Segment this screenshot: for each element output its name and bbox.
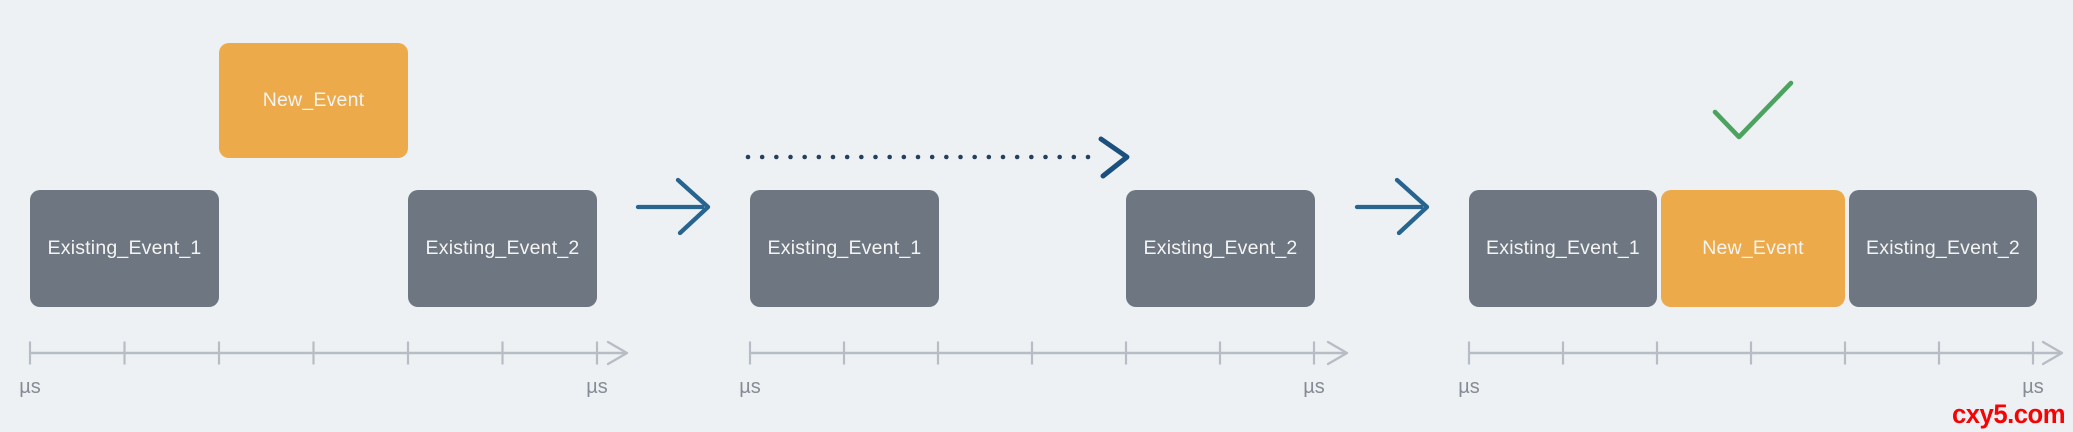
axis-unit-label-left: µs: [739, 376, 761, 398]
timeline-arrowhead-icon: [2041, 340, 2064, 366]
event-label: Existing_Event_1: [1486, 237, 1640, 259]
timeline-axis: [748, 340, 1349, 366]
event-label: Existing_Event_2: [1866, 237, 2020, 259]
existing-event-box: Existing_Event_1: [30, 190, 219, 307]
new-event-box: New_Event: [219, 43, 408, 158]
axis-unit-label-right: µs: [2022, 376, 2044, 398]
event-label: Existing_Event_1: [47, 237, 202, 259]
flow-arrow-icon: [1354, 177, 1430, 236]
existing-event-box: Existing_Event_2: [1849, 190, 2037, 307]
existing-event-box: Existing_Event_1: [750, 190, 939, 307]
axis-unit-label-left: µs: [1458, 376, 1480, 398]
event-label: New_Event: [1702, 237, 1804, 259]
check-icon: [1712, 80, 1794, 140]
axis-unit-label-left: µs: [19, 376, 41, 398]
axis-unit-label-right: µs: [1303, 376, 1325, 398]
dotted-arrow-icon: [745, 136, 1130, 179]
flow-arrow-icon: [635, 177, 711, 236]
existing-event-box: Existing_Event_2: [408, 190, 597, 307]
event-label: Existing_Event_1: [767, 237, 922, 259]
timeline-axis: [1467, 340, 2064, 366]
event-label: Existing_Event_2: [1143, 237, 1298, 259]
existing-event-box: Existing_Event_2: [1126, 190, 1315, 307]
timeline-axis: [28, 340, 629, 366]
new-event-box: New_Event: [1661, 190, 1845, 307]
existing-event-box: Existing_Event_1: [1469, 190, 1657, 307]
watermark: cxy5.com: [1951, 399, 2066, 429]
event-label: New_Event: [262, 89, 365, 111]
event-label: Existing_Event_2: [425, 237, 580, 259]
timeline-arrowhead-icon: [606, 340, 629, 366]
axis-unit-label-right: µs: [586, 376, 608, 398]
timeline-arrowhead-icon: [1326, 340, 1349, 366]
